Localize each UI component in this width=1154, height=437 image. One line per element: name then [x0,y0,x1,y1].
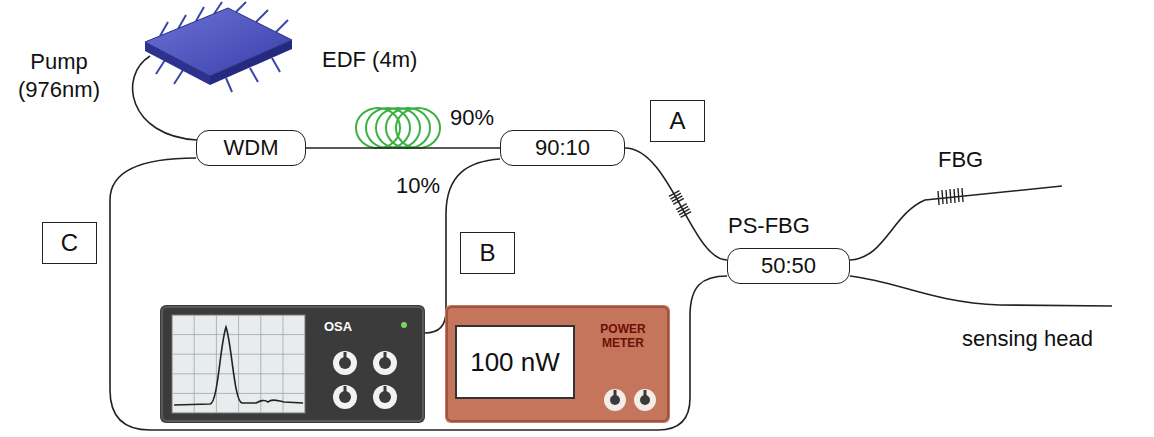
grid-line [172,393,305,394]
osa-screen [172,315,305,413]
node-text: 90:10 [535,135,590,161]
osa-instrument: OSA [160,305,425,423]
callout-letter: C [42,222,97,264]
power-meter: POWER METER 100 nW [445,305,670,423]
meter-body [445,305,670,423]
node-text: WDM [224,135,279,161]
pump-fiber [133,56,197,140]
knob-mark [384,386,387,393]
knob-center [640,395,650,405]
knob-center [610,395,620,405]
fiber-connector [625,148,727,260]
knob-mark [644,390,647,396]
knob [333,385,357,409]
meter-bezel [447,307,668,421]
grid-line [216,315,217,413]
knob-mark [344,386,347,393]
pump-label: Pump (976nm) [4,48,114,103]
osa-bezel [162,307,423,421]
wdm-coupler: WDM [196,130,306,166]
knob-mark [614,390,617,396]
knob [333,351,357,375]
node-text: POWER METER [583,323,663,351]
fiber-label: EDF (4m) [322,46,452,74]
fiber-connector [306,147,500,149]
port-ratio: 90% [450,104,510,132]
grid-line [260,315,261,413]
callout-letter: A [650,100,705,142]
fbg-fiber [850,186,1062,260]
knob [634,389,656,411]
fbg-grating [938,188,963,205]
knob-mark [344,352,347,359]
edf-slab [145,8,292,85]
node-text: OSA [324,319,352,334]
knob [373,351,397,375]
callout-letter: B [479,239,495,267]
knob [604,389,626,411]
osa-art [160,305,425,423]
grating-label: PS-FBG [728,212,858,240]
grid-line [172,354,305,355]
node-text: 100 nW [470,347,560,378]
grid-line [172,334,305,335]
osa-body [160,305,425,423]
grid-line [172,373,305,374]
spectrum-trace [174,327,303,405]
sensor-label: sensing head [962,325,1147,353]
grating-label: FBG [938,146,1018,174]
fiber-connector [110,158,727,430]
coupler-box: 90:10 [500,130,625,166]
node-text: 50:50 [761,253,816,279]
port-ratio: 10% [396,172,456,200]
status-led [401,322,407,328]
callout-letter: B [460,232,515,274]
meter-display: 100 nW [455,325,575,399]
grid-line [283,315,284,413]
callout-letter: C [61,229,78,257]
knob-mark [384,352,387,359]
knob [373,385,397,409]
callout-letter: A [669,107,685,135]
grid-line [194,315,195,413]
coupler-box: 50:50 [727,248,850,284]
sensing-fiber [850,276,1112,306]
fiber-coil [356,108,440,148]
